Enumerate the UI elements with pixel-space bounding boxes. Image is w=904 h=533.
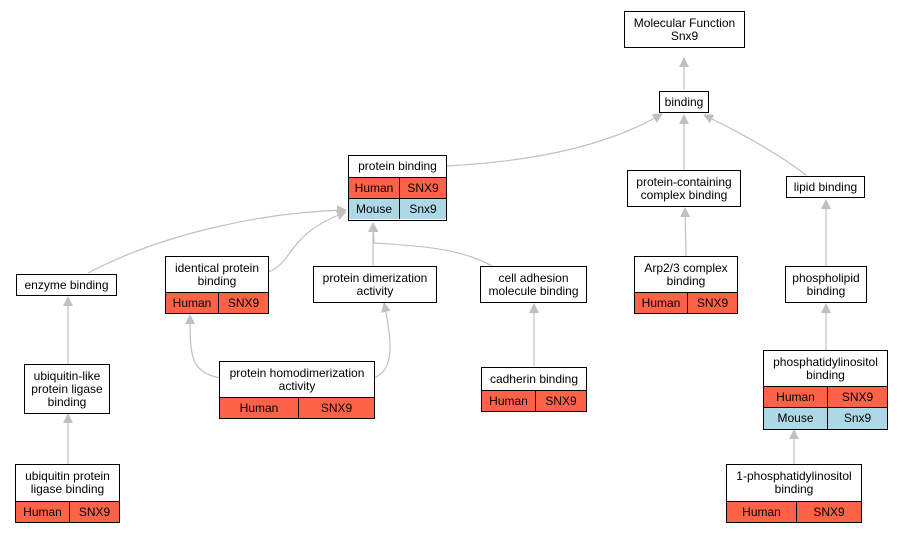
node-protein-binding[interactable]: protein binding Human SNX9 Mouse Snx9: [348, 155, 447, 221]
node-phosphatidylinositol-binding[interactable]: phosphatidylinositol binding Human SNX9 …: [763, 350, 888, 430]
node-title: phospholipid binding: [792, 270, 860, 298]
species-label: Human: [742, 504, 781, 519]
edge-homodimer-dimer: [373, 302, 391, 379]
species-label: Human: [239, 400, 279, 415]
node-identical-protein-binding[interactable]: identical protein binding Human SNX9: [165, 256, 269, 314]
gene-label: SNX9: [535, 391, 586, 411]
node-title: Arp2/3 complex binding: [644, 260, 728, 288]
species-label: Human: [641, 295, 681, 310]
annotation-row-human: Human SNX9: [727, 501, 861, 522]
node-title: Molecular Function Snx9: [633, 15, 736, 43]
node-title: 1-phosphatidylinositol binding: [736, 469, 852, 496]
node-title: ubiquitin protein ligase binding: [25, 469, 110, 496]
node-title: protein dimerization activity: [322, 270, 428, 298]
node-phospholipid-binding[interactable]: phospholipid binding: [785, 266, 867, 303]
edge-identical-protein: [267, 210, 347, 273]
edge-celladh-protein: [368, 222, 493, 267]
node-protein-dimerization-activity[interactable]: protein dimerization activity: [313, 266, 437, 303]
species-label: Mouse: [777, 411, 814, 425]
node-protein-containing-complex-binding[interactable]: protein-containing complex binding: [627, 170, 741, 207]
gene-label: Snx9: [399, 199, 446, 219]
edge-enzyme-protein: [87, 205, 347, 274]
gene-label: Snx9: [827, 408, 887, 429]
node-title: enzyme binding: [24, 277, 109, 292]
gene-label: SNX9: [69, 502, 119, 522]
node-title: protein homodimerization activity: [229, 365, 365, 393]
species-label: Human: [172, 295, 212, 310]
edge-arp23-pcc: [680, 207, 691, 257]
annotation-row-human: Human SNX9: [635, 292, 737, 313]
edge-lipid-binding: [703, 114, 807, 176]
node-binding[interactable]: binding: [659, 91, 709, 113]
node-title: cell adhesion molecule binding: [488, 270, 579, 298]
species-label: Human: [489, 393, 528, 408]
annotation-row-human: Human SNX9: [482, 390, 586, 411]
node-lipid-binding[interactable]: lipid binding: [786, 176, 865, 198]
gene-label: SNX9: [218, 293, 268, 313]
node-title: binding: [664, 94, 704, 109]
species-label: Human: [776, 389, 815, 404]
node-cell-adhesion-molecule-binding[interactable]: cell adhesion molecule binding: [480, 266, 587, 303]
node-title: protein binding: [358, 159, 437, 173]
annotation-row-mouse: Mouse Snx9: [349, 198, 446, 219]
node-title: identical protein binding: [174, 260, 260, 288]
annotation-row-human: Human SNX9: [764, 386, 887, 407]
node-title: cadherin binding: [489, 371, 579, 386]
edge-homodimer-identical: [185, 314, 221, 379]
node-1-phosphatidylinositol-binding[interactable]: 1-phosphatidylinositol binding Human SNX…: [726, 464, 862, 523]
node-enzyme-binding[interactable]: enzyme binding: [16, 274, 117, 296]
annotation-row-human: Human SNX9: [16, 501, 119, 522]
annotation-row-human: Human SNX9: [220, 397, 374, 418]
node-ubiquitin-protein-ligase-binding[interactable]: ubiquitin protein ligase binding Human S…: [15, 464, 120, 523]
species-label: Human: [354, 180, 394, 195]
species-label: Mouse: [355, 201, 393, 216]
node-ubiquitin-like-protein-ligase-binding[interactable]: ubiquitin-like protein ligase binding: [24, 364, 110, 414]
gene-label: SNX9: [687, 293, 737, 313]
annotation-row-human: Human SNX9: [349, 177, 446, 198]
node-title: protein-containing complex binding: [636, 174, 732, 202]
species-label: Human: [23, 504, 62, 519]
annotation-row-mouse: Mouse Snx9: [764, 407, 887, 429]
node-title: lipid binding: [793, 179, 858, 194]
node-molecular-function[interactable]: Molecular Function Snx9: [624, 11, 745, 48]
gene-label: SNX9: [298, 398, 374, 418]
annotation-row-human: Human SNX9: [166, 292, 268, 313]
gene-label: SNX9: [827, 387, 887, 407]
node-title: ubiquitin-like protein ligase binding: [31, 368, 103, 409]
node-protein-homodimerization-activity[interactable]: protein homodimerization activity Human …: [219, 361, 375, 419]
node-cadherin-binding[interactable]: cadherin binding Human SNX9: [481, 367, 587, 412]
edge-protein-binding: [446, 113, 663, 167]
node-arp23-complex-binding[interactable]: Arp2/3 complex binding Human SNX9: [634, 256, 738, 314]
node-title: phosphatidylinositol binding: [773, 354, 878, 382]
gene-label: SNX9: [399, 178, 446, 198]
gene-label: SNX9: [796, 502, 861, 522]
